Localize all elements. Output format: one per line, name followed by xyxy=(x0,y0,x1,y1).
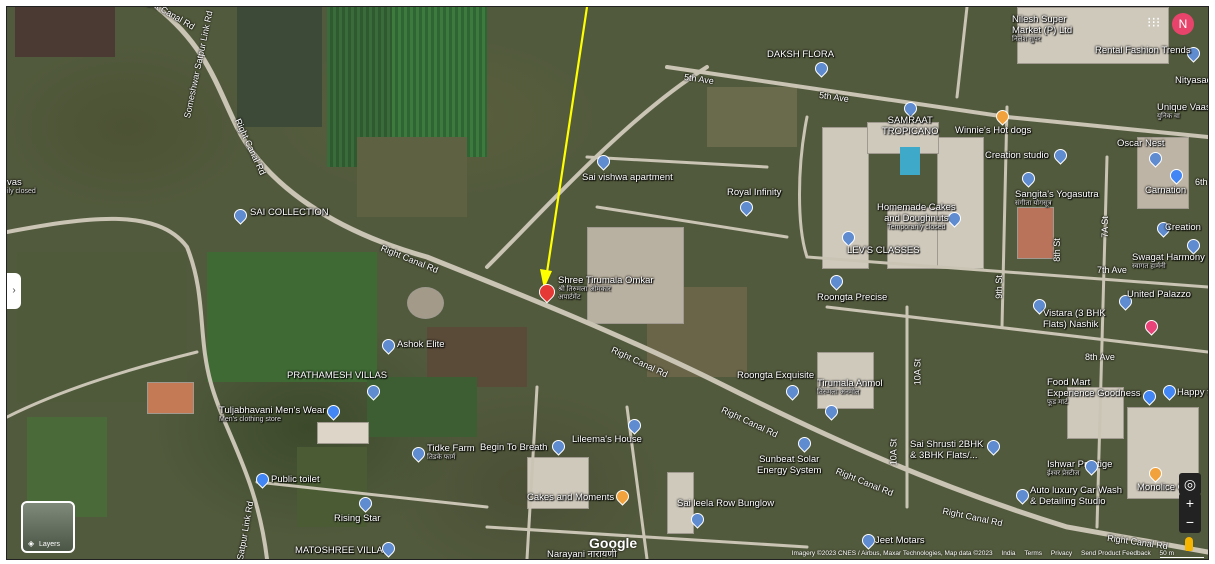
building-block xyxy=(587,227,684,324)
road-label: 9th St xyxy=(993,275,1004,299)
building-block xyxy=(1067,387,1124,439)
annotation-arrow xyxy=(544,7,589,280)
place-label[interactable]: Ashok Elite xyxy=(397,339,445,350)
my-location-button[interactable]: ◎ xyxy=(1179,473,1201,495)
place-label[interactable]: Creation studio xyxy=(985,150,1049,161)
road-label: 8th Ave xyxy=(1085,352,1115,362)
place-label[interactable]: Happy tre xyxy=(1177,387,1208,398)
open-land xyxy=(707,87,797,147)
building-block xyxy=(1017,207,1054,259)
building-block xyxy=(527,457,589,509)
farm-field xyxy=(367,377,477,437)
zoom-in-button[interactable]: + xyxy=(1185,495,1195,511)
place-label[interactable]: Monolice Ca xyxy=(1137,482,1190,493)
place-label[interactable]: Lileema's House xyxy=(572,434,642,445)
place-label[interactable]: Creation xyxy=(1165,222,1201,233)
place-label[interactable]: Sai leela Row Bunglow xyxy=(677,498,775,509)
side-panel-toggle[interactable]: › xyxy=(7,273,21,309)
attribution-feedback-link[interactable]: Send Product Feedback xyxy=(1080,550,1151,557)
zoom-out-button[interactable]: − xyxy=(1185,514,1195,530)
attribution-terms-link[interactable]: Terms xyxy=(1024,550,1043,557)
building-block xyxy=(1017,7,1169,64)
layers-label: Layers xyxy=(39,541,61,548)
place-label[interactable]: DAKSH FLORA xyxy=(767,49,835,60)
place-label[interactable]: LEV'S CLASSES xyxy=(847,245,920,256)
apps-grid-icon[interactable]: ⁝⁝⁝ xyxy=(1147,14,1161,30)
building-block xyxy=(937,137,984,269)
attribution-country[interactable]: India xyxy=(1001,550,1016,557)
place-label[interactable]: Auto luxury Car Wash& Detailing Studio xyxy=(1030,485,1123,507)
road-network xyxy=(7,7,1208,559)
place-label[interactable]: Royal Infinity xyxy=(727,187,782,198)
swimming-pool xyxy=(900,147,920,175)
farm-field xyxy=(17,252,187,402)
crosshair-icon: ◎ xyxy=(1183,476,1197,492)
place-label[interactable]: Public toilet xyxy=(271,474,320,485)
place-label[interactable]: Oscar Nest xyxy=(1117,138,1165,149)
place-label[interactable]: Sai vishwa apartment xyxy=(582,172,673,183)
place-label[interactable]: Narayani नारायणी xyxy=(547,549,617,560)
place-label[interactable]: Jeet Motars xyxy=(875,535,925,546)
place-label[interactable]: SAI COLLECTION xyxy=(250,207,329,218)
road-label: 10A St xyxy=(912,358,923,386)
chevron-right-icon: › xyxy=(12,285,16,296)
open-land xyxy=(357,137,467,217)
farm-field xyxy=(207,252,377,382)
building-block xyxy=(317,422,369,444)
building-block xyxy=(407,287,444,319)
place-label[interactable]: Rental Fashion Trends xyxy=(1095,45,1191,56)
place-label[interactable]: Begin To Breath xyxy=(480,442,548,453)
place-label[interactable]: Sai Shrusti 2BHK& 3BHK Flats/... xyxy=(910,439,984,461)
building-block xyxy=(822,127,869,269)
farm-field xyxy=(15,7,115,57)
road-label: 7th Ave xyxy=(1097,265,1127,275)
building-block xyxy=(667,472,694,534)
google-logo: Google xyxy=(589,535,638,551)
farm-field xyxy=(237,7,322,127)
road-label: 7A St xyxy=(1099,216,1110,238)
road-label: 8th St xyxy=(1051,238,1062,262)
place-label[interactable]: MATOSHREE VILLA xyxy=(295,545,383,556)
farm-field xyxy=(392,7,487,157)
pegman-icon[interactable] xyxy=(1185,537,1193,551)
farm-field xyxy=(27,417,107,517)
road-label: 10A St xyxy=(888,438,899,466)
building-block xyxy=(817,352,874,409)
place-label[interactable]: Roongta Exquisite xyxy=(737,370,815,381)
place-label[interactable]: United Palazzo xyxy=(1127,289,1191,300)
place-label[interactable]: Carnation xyxy=(1145,185,1187,196)
attribution-privacy-link[interactable]: Privacy xyxy=(1050,550,1073,557)
place-label[interactable]: Rising Star xyxy=(334,513,381,524)
satellite-map[interactable]: Right Canal Rd Right Canal Rd Right Cana… xyxy=(6,6,1209,560)
place-label[interactable]: PRATHAMESH VILLAS xyxy=(287,370,388,381)
attribution-bar: Imagery ©2023 CNES / Airbus, Maxar Techn… xyxy=(785,550,1204,558)
zoom-control: + − xyxy=(1179,493,1201,533)
place-label[interactable]: Nityasad xyxy=(1175,75,1209,86)
attribution-imagery: Imagery ©2023 CNES / Airbus, Maxar Techn… xyxy=(791,550,993,557)
place-label[interactable]: Roongta Precise xyxy=(817,292,888,303)
road-label: 6th xyxy=(1195,177,1208,187)
place-label[interactable]: Cakes and Moments xyxy=(527,492,615,503)
place-label[interactable]: Winnie's Hot dogs xyxy=(955,125,1032,136)
scale-bar[interactable]: 50 m xyxy=(1159,550,1204,558)
layers-icon: ◈ xyxy=(28,539,35,548)
layers-button[interactable]: ◈ Layers xyxy=(21,501,75,553)
building-block xyxy=(147,382,194,414)
account-avatar[interactable]: N xyxy=(1172,13,1194,35)
